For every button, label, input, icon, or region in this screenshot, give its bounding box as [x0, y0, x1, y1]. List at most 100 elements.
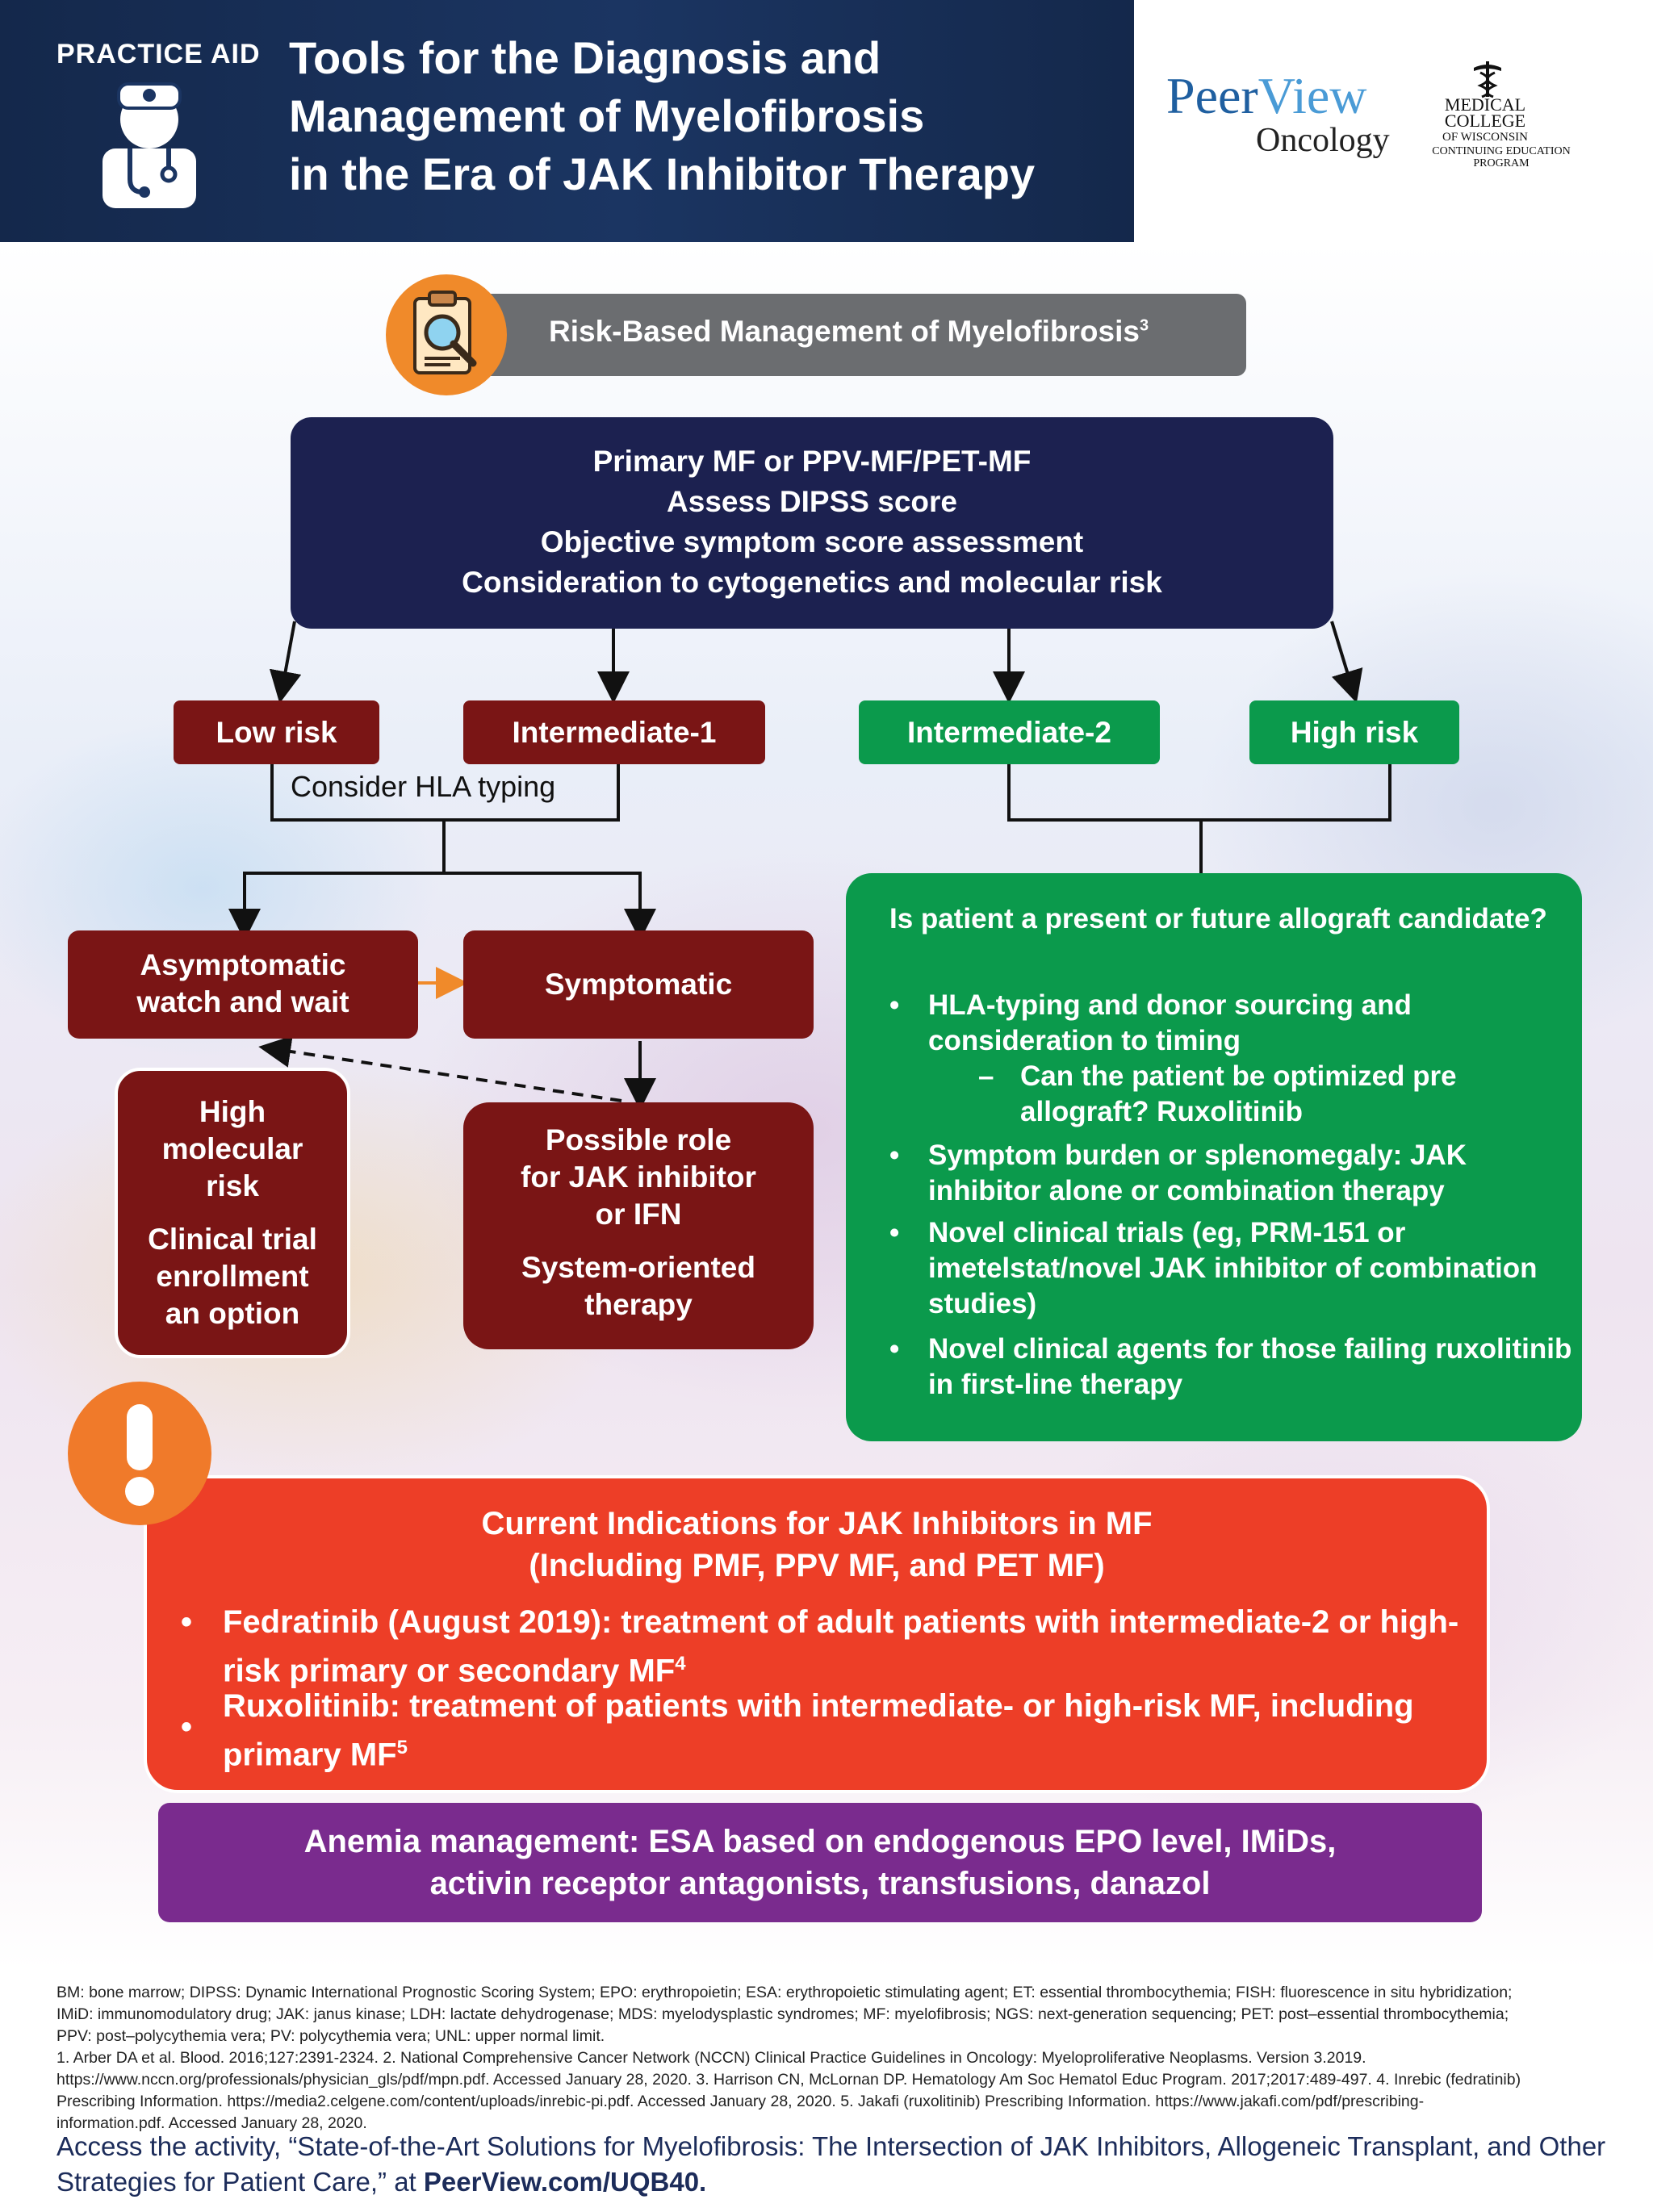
bullet-glyph: • [889, 989, 900, 1021]
intermediate-2-box: Intermediate-2 [859, 700, 1160, 764]
indication-ref: 5 [396, 1737, 408, 1758]
anemia-line: activin receptor antagonists, transfusio… [429, 1866, 1211, 1901]
page-title: Tools for the Diagnosis and Management o… [289, 29, 1112, 203]
high-molecular-line: risk [206, 1169, 259, 1202]
footnote-line: IMiD: immunomodulatory drug; JAK: janus … [56, 2005, 1509, 2023]
footnote-line: Prescribing Information. https://media2.… [56, 2093, 1425, 2110]
mcw-line: COLLEGE [1444, 111, 1526, 131]
allograft-bullet-text: HLA-typing and donor sourcing and consid… [928, 989, 1412, 1056]
clinical-trial-line: an option [165, 1297, 300, 1330]
exclamation-icon [125, 1404, 154, 1506]
mcw-program-line: PROGRAM [1473, 157, 1530, 169]
allograft-sub-bullet: – Can the patient be optimized pre allog… [889, 1059, 1567, 1131]
allograft-bullet-text: Symptom burden or splenomegaly: JAK inhi… [928, 1139, 1467, 1206]
allograft-box: Is patient a present or future allograft… [846, 873, 1582, 1441]
allograft-bullet: • Novel clinical trials (eg, PRM-151 or … [889, 1215, 1567, 1323]
jak-role-line: or IFN [595, 1198, 682, 1231]
clipboard-magnifier-icon [413, 291, 477, 374]
title-line: Management of Myelofibrosis [289, 90, 925, 141]
intermediate-1-box: Intermediate-1 [463, 700, 765, 764]
assessment-line: Assess DIPSS score [667, 485, 957, 518]
dash-glyph: – [978, 1060, 994, 1092]
bullet-glyph: • [181, 1604, 193, 1640]
section-title: Risk-Based Management of Myelofibrosis3 [549, 315, 1149, 349]
symptomatic-box: Symptomatic [463, 930, 814, 1039]
bullet-glyph: • [181, 1709, 193, 1745]
assessment-box: Primary MF or PPV-MF/PET-MF Assess DIPSS… [291, 417, 1333, 629]
indication-ref: 4 [675, 1653, 686, 1675]
symptomatic-label: Symptomatic [544, 968, 733, 1001]
allograft-bullet-text: Novel clinical trials (eg, PRM-151 or im… [928, 1217, 1538, 1319]
doctor-icon [103, 82, 196, 208]
indication-ruxolitinib: Ruxolitinib: treatment of patients with … [223, 1688, 1414, 1773]
system-therapy-line: System-oriented [521, 1251, 755, 1284]
intermediate-1-label: Intermediate-1 [512, 715, 717, 749]
clipboard-circle [386, 274, 507, 395]
clinical-trial-line: enrollment [156, 1260, 309, 1293]
section-title-ref: 3 [1139, 316, 1149, 335]
high-molecular-risk-box: High molecular risk Clinical trial enrol… [115, 1068, 350, 1358]
allograft-bullet: • HLA-typing and donor sourcing and cons… [889, 988, 1567, 1060]
jak-indications-box: Current Indications for JAK Inhibitors i… [144, 1475, 1490, 1793]
hla-typing-label: Consider HLA typing [291, 770, 556, 803]
bullet-glyph: • [889, 1217, 900, 1248]
asymptomatic-line: watch and wait [136, 985, 349, 1018]
allograft-sub-bullet-text: Can the patient be optimized pre allogra… [1020, 1060, 1457, 1127]
asymptomatic-line: Asymptomatic [140, 948, 346, 981]
low-risk-label: Low risk [216, 715, 337, 749]
assessment-line: Objective symptom score assessment [540, 525, 1084, 558]
allograft-bullet: • Novel clinical agents for those failin… [889, 1332, 1571, 1404]
alert-circle [68, 1382, 211, 1525]
system-therapy-line: therapy [584, 1288, 693, 1321]
high-risk-label: High risk [1290, 715, 1419, 749]
high-molecular-line: High [199, 1095, 266, 1128]
access-link[interactable]: PeerView.com/UQB40. [423, 2167, 707, 2197]
mcw-line: OF WISCONSIN [1442, 131, 1528, 144]
section-title-text: Risk-Based Management of Myelofibrosis [549, 315, 1140, 348]
oncology-logo-text: Oncology [1256, 122, 1390, 159]
low-risk-box: Low risk [174, 700, 379, 764]
mcw-program: CONTINUING EDUCATION PROGRAM [1429, 145, 1574, 169]
mcw-caduceus-icon [1474, 61, 1501, 98]
mcw-program-line: CONTINUING EDUCATION [1432, 145, 1571, 157]
allograft-question: Is patient a present or future allograft… [889, 903, 1547, 935]
footnote-line: PPV: post–polycythemia vera; PV: polycyt… [56, 2027, 605, 2045]
anemia-line: Anemia management: ESA based on endogeno… [303, 1824, 1337, 1859]
assessment-line: Consideration to cytogenetics and molecu… [462, 566, 1162, 599]
jak-role-line: for JAK inhibitor [521, 1160, 756, 1194]
practice-aid-label: PRACTICE AID [56, 39, 261, 69]
jak-role-line: Possible role [545, 1123, 732, 1156]
access-line: Access the activity, “State-of-the-Art S… [56, 2131, 1606, 2161]
footnote-line: 1. Arber DA et al. Blood. 2016;127:2391-… [56, 2049, 1366, 2067]
title-line: in the Era of JAK Inhibitor Therapy [289, 148, 1036, 199]
anemia-management-box: Anemia management: ESA based on endogeno… [158, 1803, 1482, 1922]
asymptomatic-box: Asymptomatic watch and wait [68, 930, 418, 1039]
mcw-line: MEDICAL [1444, 94, 1526, 115]
high-risk-box: High risk [1249, 700, 1459, 764]
assessment-line: Primary MF or PPV-MF/PET-MF [592, 445, 1032, 478]
footnote-line: https://www.nccn.org/professionals/physi… [56, 2071, 1521, 2089]
mcw-name: MEDICAL COLLEGE OF WISCONSIN [1429, 94, 1542, 145]
high-molecular-line: molecular [161, 1132, 303, 1165]
header-banner: PRACTICE AID Tools for the Diagnosis and… [0, 0, 1134, 242]
indication-fedratinib: Fedratinib (August 2019): treatment of a… [223, 1604, 1459, 1689]
footnotes: BM: bone marrow; DIPSS: Dynamic Internat… [56, 1982, 1606, 2135]
access-line-prefix: Strategies for Patient Care,” at [56, 2167, 424, 2197]
footnote-line: BM: bone marrow; DIPSS: Dynamic Internat… [56, 1984, 1513, 2001]
allograft-bullet: • Symptom burden or splenomegaly: JAK in… [889, 1138, 1567, 1211]
intermediate-2-label: Intermediate-2 [907, 715, 1111, 749]
clinical-trial-line: Clinical trial [148, 1223, 317, 1256]
logo-peer: Peer [1166, 67, 1258, 124]
footnote-line: information.pdf. Accessed January 28, 20… [56, 2114, 367, 2132]
jak-inhibitor-role-box: Possible role for JAK inhibitor or IFN S… [463, 1102, 814, 1349]
peerview-logo: PeerView [1166, 69, 1367, 123]
indications-heading: Current Indications for JAK Inhibitors i… [147, 1503, 1487, 1587]
allograft-bullet-text: Novel clinical agents for those failing … [928, 1333, 1572, 1400]
logo-view: View [1258, 67, 1367, 124]
title-line: Tools for the Diagnosis and [289, 32, 881, 83]
bullet-glyph: • [889, 1139, 900, 1171]
indications-heading-line: (Including PMF, PPV MF, and PET MF) [529, 1548, 1105, 1583]
section-title-bar [467, 294, 1246, 376]
access-activity: Access the activity, “State-of-the-Art S… [56, 2129, 1638, 2200]
indications-heading-line: Current Indications for JAK Inhibitors i… [481, 1506, 1153, 1541]
